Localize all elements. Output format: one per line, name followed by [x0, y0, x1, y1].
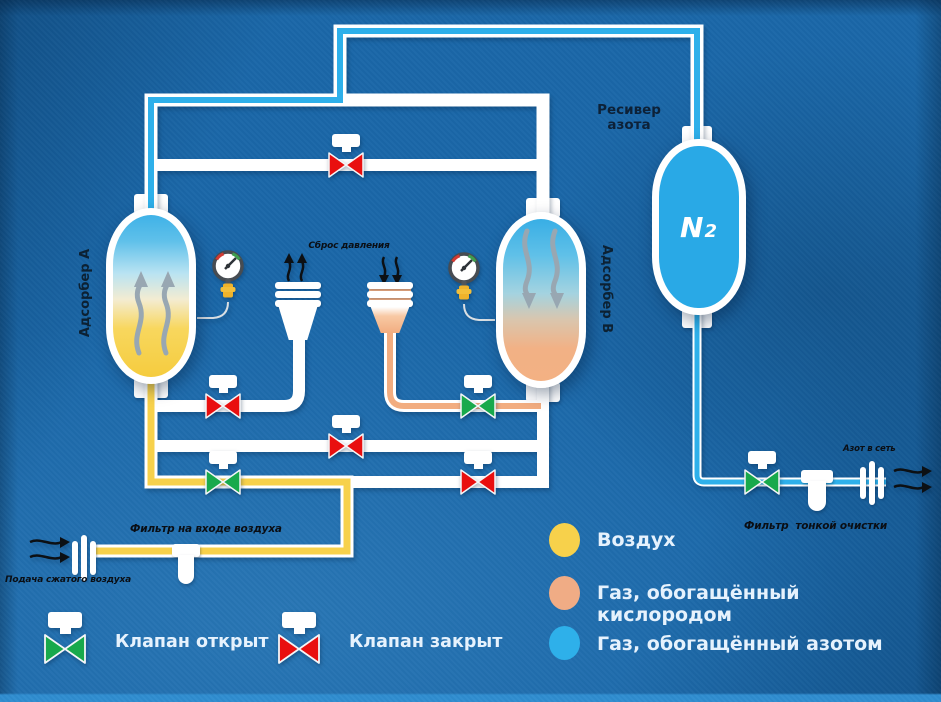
valve-feed-b — [460, 451, 496, 495]
inlet-filter-element-body — [178, 555, 194, 584]
exhaust-arrows-left — [29, 256, 925, 560]
upflow-arrow — [161, 280, 171, 356]
pipe-nitrogen-product-core — [148, 28, 700, 216]
fine-filter-label: Фильтр тонкой очистки — [744, 520, 888, 532]
inlet-filter-element-cap — [172, 544, 200, 557]
valve-feed-a — [205, 451, 241, 495]
pipe-to-adsorberB-top-casing — [340, 93, 550, 216]
adsorber-b-label: Адсорбер B — [599, 244, 614, 334]
gauge-b-capillary — [463, 303, 495, 321]
muffler-right-ridge — [367, 300, 413, 307]
legend-valve-open-icon — [44, 612, 86, 664]
legend-valve-closed-icon — [278, 612, 320, 664]
legend-swatch-nitrogen — [549, 626, 580, 660]
receiver-label: Ресивер азота — [597, 102, 661, 133]
muffler-right-ridge — [367, 291, 413, 298]
inlet-filter-bars — [72, 541, 78, 575]
pressure-gauge-b — [448, 252, 480, 300]
pipe-air-feed-core — [95, 374, 351, 555]
legend-label-nitrogen: Газ, обогащённый азотом — [597, 633, 883, 655]
inlet-filter-label: Фильтр на входе воздуха — [130, 523, 282, 535]
pressure-gauge-a — [212, 250, 244, 298]
downflow-arrow — [550, 228, 560, 300]
adsorber-a-label: Адсорбер А — [78, 248, 93, 338]
valve-depressurize-b — [460, 375, 496, 419]
outlet-filter-bars — [869, 461, 875, 505]
vessel-arrow-heads — [134, 271, 564, 309]
upflow-arrow — [134, 280, 144, 356]
air-supply-label: Подача сжатого воздуха — [5, 575, 131, 585]
legend-valve-closed-label: Клапан закрыт — [349, 632, 503, 652]
arrow-heads-black — [60, 253, 932, 563]
pipe-feed-b-casing — [347, 381, 549, 488]
legend-swatch-oxygen — [549, 576, 580, 610]
pipe-nitrogen-outlet-core — [694, 309, 886, 485]
nitrogen-receiver-vessel: N2 — [652, 139, 746, 315]
pipe-depress-a-casing — [151, 336, 305, 412]
adsorber-b-vessel — [496, 212, 586, 388]
valve-product-outlet — [744, 451, 780, 495]
muffler-left-ridge — [275, 282, 321, 289]
gauge-a-capillary — [197, 301, 229, 319]
fine-filter-body — [808, 481, 826, 511]
legend-swatch-air — [549, 523, 580, 557]
legend-label-oxygen: Газ, обогащённый кислородом — [597, 582, 800, 626]
muffler-right-ridge — [367, 282, 413, 289]
downflow-arrow — [522, 228, 532, 300]
legend-label-air: Воздух — [597, 529, 676, 551]
pressure-release-label: Сброс давления — [308, 241, 390, 251]
legend-valve-open-label: Клапан открыт — [115, 632, 269, 652]
muffler-left-ridge — [275, 291, 321, 298]
adsorber-a-vessel — [106, 208, 196, 384]
muffler-left-ridge — [275, 300, 321, 307]
fine-filter-cap — [801, 470, 833, 483]
valve-depressurize-a — [205, 375, 241, 419]
inlet-filter-bars — [81, 535, 87, 581]
valve-equalization — [328, 415, 364, 459]
valve-crossover-top — [328, 134, 364, 178]
pipe-oxygen-purge-core — [387, 330, 541, 409]
nitrogen-to-network-label: Азот в сеть — [843, 444, 896, 454]
outlet-filter-bars — [860, 467, 866, 499]
n2-label: N2 — [680, 210, 718, 244]
outlet-filter-bars — [878, 467, 884, 499]
inlet-filter-bars — [90, 541, 96, 575]
